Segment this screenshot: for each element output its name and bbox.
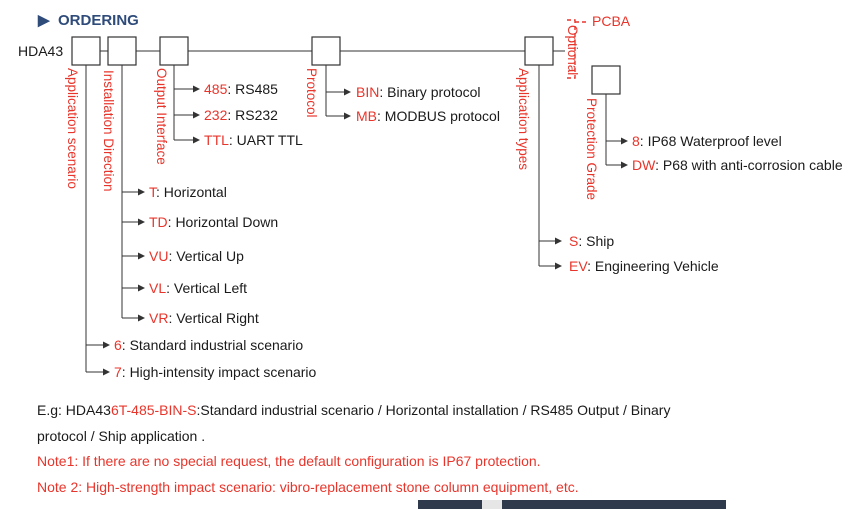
code-box-app-type xyxy=(524,36,554,66)
option-protection-dw: DW: P68 with anti-corrosion cable xyxy=(632,157,843,173)
option-interface-485: 485: RS485 xyxy=(204,81,278,97)
label-application-scenario: Application scenario xyxy=(65,68,80,189)
label-protocol: Protocol xyxy=(304,68,319,118)
code-box-protection xyxy=(591,65,621,95)
pcba-label: PCBA xyxy=(592,13,631,29)
note-2: Note 2: High-strength impact scenario: v… xyxy=(37,478,579,495)
option-protocol-bin: BIN: Binary protocol xyxy=(356,84,481,100)
footer-bar xyxy=(418,500,726,509)
option-direction-vu: VU: Vertical Up xyxy=(149,248,244,264)
option-apptype-ev: EV: Engineering Vehicle xyxy=(569,258,719,274)
optional-label: Optional xyxy=(565,25,580,75)
code-box-protocol xyxy=(311,36,341,66)
option-direction-vr: VR: Vertical Right xyxy=(149,310,259,326)
option-interface-232: 232: RS232 xyxy=(204,107,278,123)
code-box-direction xyxy=(107,36,137,66)
code-box-scenario xyxy=(71,36,101,66)
option-apptype-s: S: Ship xyxy=(569,233,614,249)
code-box-interface xyxy=(159,36,189,66)
example-line: E.g: HDA436T-485-BIN-S:Standard industri… xyxy=(37,402,671,418)
label-application-types: Application types xyxy=(516,68,531,170)
example-line-2: protocol / Ship application . xyxy=(37,427,206,444)
ordering-diagram: ▶ ORDERING HDA43 PCBA Optional Applicati… xyxy=(18,12,843,380)
option-scenario-6: 6: Standard industrial scenario xyxy=(114,337,303,353)
heading-marker: ▶ xyxy=(37,12,51,29)
option-protection-8: 8: IP68 Waterproof level xyxy=(632,133,782,149)
label-installation-direction: Installation Direction xyxy=(101,70,116,192)
notes-section: E.g: HDA436T-485-BIN-S:Standard industri… xyxy=(37,398,757,500)
note-1: Note1: If there are no special request, … xyxy=(37,453,541,469)
model-prefix: HDA43 xyxy=(18,43,63,59)
label-protection-grade: Protection Grade xyxy=(584,98,599,200)
option-interface-ttl: TTL: UART TTL xyxy=(204,132,303,148)
label-output-interface: Output Interface xyxy=(154,68,169,165)
option-protocol-mb: MB: MODBUS protocol xyxy=(356,108,500,124)
option-direction-t: T: Horizontal xyxy=(149,184,227,200)
page-title: ORDERING xyxy=(58,12,139,29)
optional-bracket xyxy=(567,19,576,79)
option-direction-td: TD: Horizontal Down xyxy=(149,214,278,230)
option-scenario-7: 7: High-intensity impact scenario xyxy=(114,364,317,380)
option-direction-vl: VL: Vertical Left xyxy=(149,280,247,296)
